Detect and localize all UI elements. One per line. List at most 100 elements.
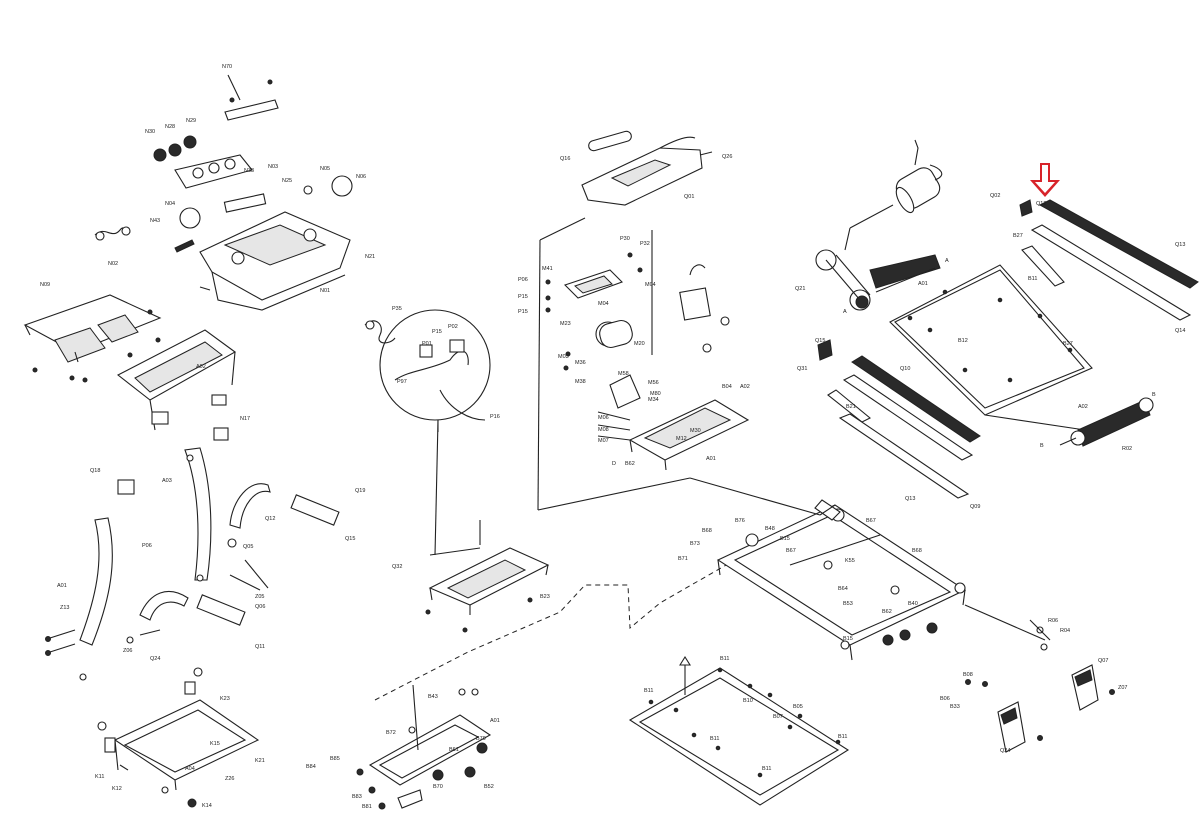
part-label: P01 xyxy=(422,341,432,347)
part-label: K12 xyxy=(112,786,122,792)
motor-controller-assembly xyxy=(537,217,750,511)
part-label: M56 xyxy=(648,380,659,386)
part-label: Q24 xyxy=(150,656,160,662)
part-label: M41 xyxy=(542,266,553,272)
part-label: B67 xyxy=(786,548,796,554)
part-label: Q18 xyxy=(90,468,100,474)
part-label: A01 xyxy=(706,456,716,462)
part-label: M04 xyxy=(645,282,656,288)
part-label: Q10 xyxy=(900,366,910,372)
part-label: B11 xyxy=(1028,276,1037,282)
part-label: B85 xyxy=(330,756,340,762)
rear-roller xyxy=(1059,397,1154,447)
part-label: A02 xyxy=(1078,404,1088,410)
part-label: B05 xyxy=(793,704,803,710)
part-label: Q02 xyxy=(990,193,1000,199)
part-label: Z06 xyxy=(123,648,132,654)
part-label: B53 xyxy=(843,601,853,607)
part-label: B06 xyxy=(940,696,950,702)
base-board xyxy=(628,655,850,806)
rear-end-caps xyxy=(965,619,1115,753)
part-label: Q13 xyxy=(1175,242,1185,248)
part-label: P35 xyxy=(392,306,402,312)
part-label: M30 xyxy=(690,428,701,434)
part-label: N04 xyxy=(165,201,175,207)
part-label: N28 xyxy=(165,124,175,130)
part-label: B12 xyxy=(958,338,968,344)
console-assembly xyxy=(94,74,353,311)
part-label: M58 xyxy=(618,371,629,377)
part-label: R06 xyxy=(1048,618,1058,624)
highlight-arrow xyxy=(1030,163,1060,197)
part-label: B81 xyxy=(362,804,372,810)
part-label: K15 xyxy=(210,741,220,747)
front-roller xyxy=(815,249,941,311)
part-label: M34 xyxy=(648,397,659,403)
part-label: B27 xyxy=(1063,341,1073,347)
part-label: K14 xyxy=(202,803,212,809)
part-label: M36 xyxy=(575,360,586,366)
part-label: M06 xyxy=(598,415,609,421)
part-label: P97 xyxy=(397,379,407,385)
part-label: P30 xyxy=(620,236,630,242)
part-label: Z13 xyxy=(60,605,69,611)
part-label: N17 xyxy=(240,416,250,422)
part-label: Q06 xyxy=(255,604,265,610)
part-label: N43 xyxy=(150,218,160,224)
part-label: N33 xyxy=(244,168,254,174)
part-label: K21 xyxy=(255,758,265,764)
part-label: N02 xyxy=(108,261,118,267)
part-label: Q32 xyxy=(392,564,402,570)
part-label: A xyxy=(843,309,847,315)
part-label: N21 xyxy=(365,254,375,260)
part-label: Q12 xyxy=(1036,201,1046,207)
part-label: B11 xyxy=(644,688,653,694)
part-label: B62 xyxy=(625,461,635,467)
part-label: P06 xyxy=(142,543,152,549)
part-label: Q31 xyxy=(797,366,807,372)
part-label: B70 xyxy=(433,784,443,790)
part-label: P15 xyxy=(518,309,528,315)
part-label: Q01 xyxy=(684,194,694,200)
part-label: Z05 xyxy=(255,594,264,600)
part-label: B11 xyxy=(710,736,719,742)
part-label: B21 xyxy=(846,404,856,410)
part-label: P16 xyxy=(490,414,500,420)
part-label: Q13 xyxy=(905,496,915,502)
part-label: B04 xyxy=(722,384,732,390)
part-label: N03 xyxy=(268,164,278,170)
part-label: B61 xyxy=(449,747,459,753)
part-label: B15 xyxy=(780,536,790,542)
part-label: M03 xyxy=(558,354,569,360)
part-label: Q15 xyxy=(815,338,825,344)
part-label: Z26 xyxy=(225,776,234,782)
part-label: A02 xyxy=(740,384,750,390)
part-label: B68 xyxy=(912,548,922,554)
part-label: B07 xyxy=(773,714,783,720)
part-label: M23 xyxy=(560,321,571,327)
wiring-detail-circle xyxy=(364,309,491,556)
part-label: B43 xyxy=(428,694,438,700)
part-label: D xyxy=(612,461,616,467)
part-label: Q19 xyxy=(355,488,365,494)
part-label: B72 xyxy=(386,730,396,736)
part-label: Q12 xyxy=(265,516,275,522)
part-label: B64 xyxy=(838,586,848,592)
part-label: Q24 xyxy=(1000,748,1010,754)
part-label: N06 xyxy=(356,174,366,180)
part-label: P02 xyxy=(448,324,458,330)
part-label: P15 xyxy=(518,294,528,300)
running-deck xyxy=(889,264,1093,431)
main-base-frame xyxy=(689,477,1046,661)
lift-frame xyxy=(356,684,492,810)
part-label: B79 xyxy=(476,736,486,742)
part-label: B68 xyxy=(702,528,712,534)
part-label: N30 xyxy=(145,129,155,135)
part-label: K11 xyxy=(95,774,104,780)
part-label: N29 xyxy=(186,118,196,124)
part-label: B27 xyxy=(1013,233,1023,239)
part-label: B33 xyxy=(950,704,960,710)
part-label: A03 xyxy=(162,478,172,484)
part-label: B48 xyxy=(765,526,775,532)
